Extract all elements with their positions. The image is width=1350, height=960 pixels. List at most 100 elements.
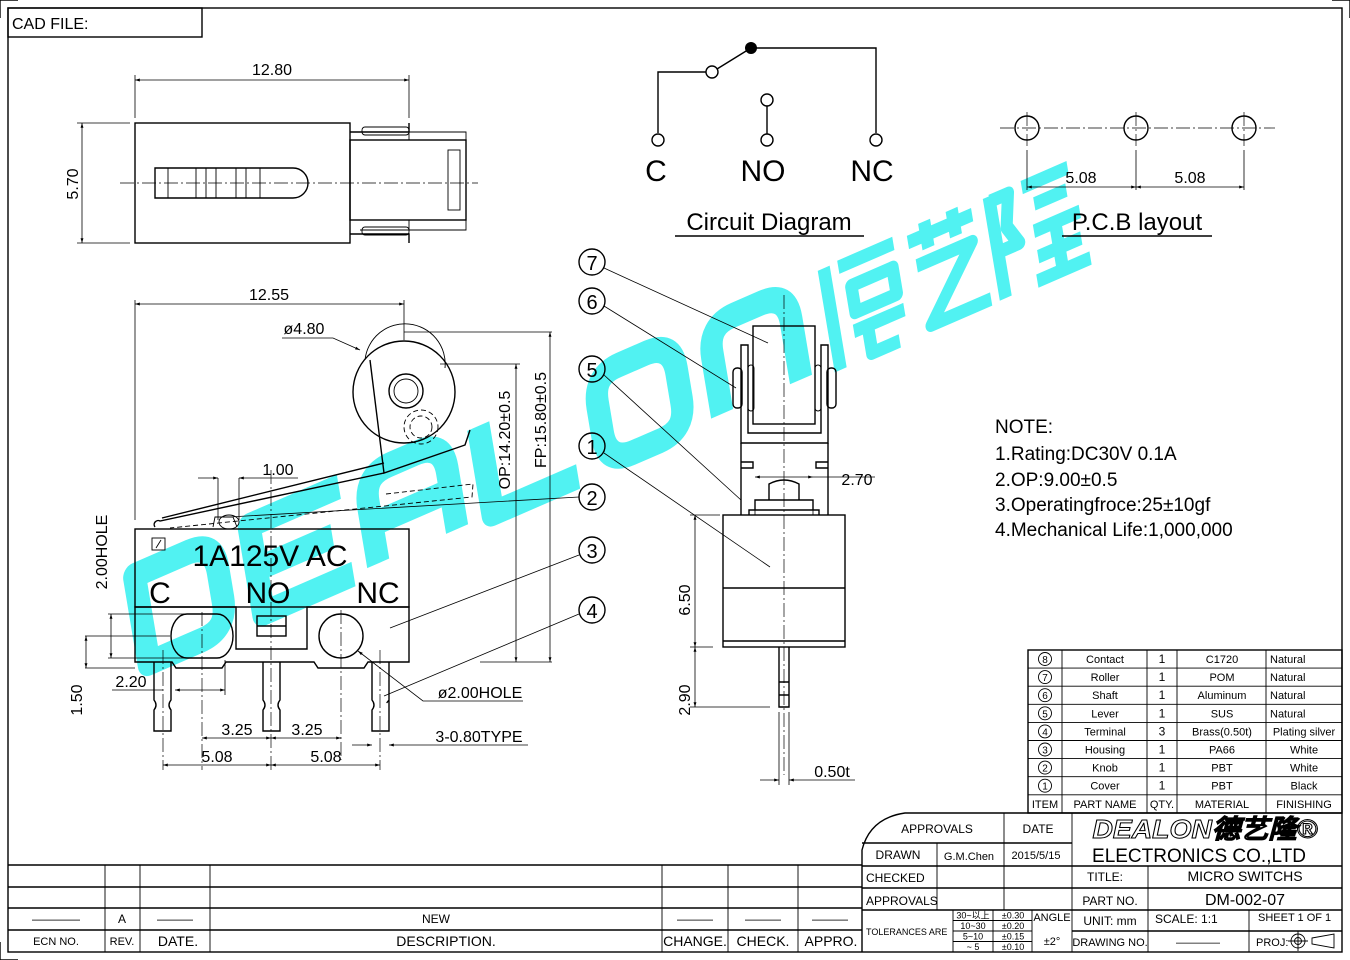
pcb-title: P.C.B layout xyxy=(1072,209,1203,236)
cell-item: 4 xyxy=(1042,727,1048,738)
checked-label: CHECKED xyxy=(866,871,925,885)
balloon-label: 7 xyxy=(586,253,597,275)
terminal-label-no: NO xyxy=(246,577,291,610)
cell-qty: 1 xyxy=(1159,761,1166,775)
cell-name: PART NAME xyxy=(1074,799,1137,811)
tol-range: ~ 5 xyxy=(967,942,980,952)
angle-label: ANGLE xyxy=(1033,912,1070,924)
cell-name: Contact xyxy=(1086,654,1124,666)
dim-290: 2.90 xyxy=(677,684,694,715)
title-value: MICRO SWITCHS xyxy=(1187,868,1302,884)
dim-length: 12.55 xyxy=(249,287,289,304)
dim-lever: 1.00 xyxy=(262,462,293,479)
rev-header-date: DATE. xyxy=(158,933,198,949)
rev-rev: A xyxy=(118,912,126,926)
cell-name: Lever xyxy=(1091,708,1119,720)
date-header: DATE xyxy=(1022,822,1053,836)
circuit-c: C xyxy=(645,155,667,188)
cell-name: Housing xyxy=(1085,745,1125,757)
dim-508a: 5.08 xyxy=(201,749,232,766)
cell-name: Cover xyxy=(1090,781,1120,793)
rev-appro: ——— xyxy=(812,912,848,926)
approvals-label: APPROVALS xyxy=(866,894,938,908)
drawing-no-label: DRAWING NO. xyxy=(1072,937,1147,949)
revision-table: ———— A ——— NEW ——— ——— ——— ECN NO. REV. … xyxy=(8,864,862,952)
dim-fp: FP:15.80±0.5 xyxy=(533,372,550,468)
cell-item: 1 xyxy=(1042,782,1048,793)
drawing-frame xyxy=(7,7,1343,953)
cell-qty: 1 xyxy=(1159,670,1166,684)
dim-325b: 3.25 xyxy=(291,722,322,739)
item-balloon-icon xyxy=(1038,778,1052,793)
cell-qty: 3 xyxy=(1159,724,1166,738)
tol-range: 10~30 xyxy=(960,921,985,931)
note-item: 1.Rating:DC30V 0.1A xyxy=(995,444,1177,465)
pcb-pitch-1: 5.08 xyxy=(1065,170,1096,187)
cell-material: SUS xyxy=(1211,708,1234,720)
dim-270: 2.70 xyxy=(841,472,872,489)
side-view: 1A125V AC C NO NC 12.55 ø4.80 1.00 OP:14… xyxy=(69,287,552,770)
drawn-date: 2015/5/15 xyxy=(1012,850,1061,862)
rev-header-ecn: ECN NO. xyxy=(33,936,79,948)
balloon-4: 4 xyxy=(578,596,606,624)
company-logo: DEALON德艺隆® xyxy=(1093,814,1319,844)
rev-description: NEW xyxy=(422,912,451,926)
dim-height: 5.70 xyxy=(65,168,82,199)
cell-item: 3 xyxy=(1042,746,1048,757)
balloon-2: 2 xyxy=(578,483,606,511)
item-balloons: 7 6 5 1 2 3 4 xyxy=(228,248,771,697)
cell-finishing: Natural xyxy=(1270,690,1305,702)
cell-name: Shaft xyxy=(1092,690,1118,702)
item-balloon-icon xyxy=(1038,652,1052,666)
title-label: TITLE: xyxy=(1087,870,1123,884)
company-name: ELECTRONICS CO.,LTD xyxy=(1092,846,1306,867)
rev-header-rev: REV. xyxy=(110,936,135,948)
balloon-label: 2 xyxy=(586,488,597,510)
rev-ecn: ———— xyxy=(32,912,80,926)
rev-header-appro: APPRO. xyxy=(805,933,858,949)
tol-value: ±0.20 xyxy=(1002,921,1024,931)
cell-finishing: White xyxy=(1290,763,1318,775)
part-no-label: PART NO. xyxy=(1082,894,1137,908)
dim-325a: 3.25 xyxy=(221,722,252,739)
cell-finishing: Natural xyxy=(1270,708,1305,720)
drawing-no: ———— xyxy=(1176,937,1220,949)
rating-label: 1A125V AC xyxy=(192,540,347,573)
cell-name: Roller xyxy=(1091,672,1120,684)
cell-finishing: Black xyxy=(1291,781,1318,793)
circuit-nc: NC xyxy=(850,155,893,188)
circuit-no: NO xyxy=(741,155,786,188)
cell-material: POM xyxy=(1209,672,1234,684)
part-no: DM-002-07 xyxy=(1205,892,1285,909)
item-balloon-icon xyxy=(1038,760,1052,775)
tol-value: ±0.10 xyxy=(1002,942,1024,952)
item-balloon-icon xyxy=(1038,706,1052,721)
dim-hole-dia: ø2.00HOLE xyxy=(438,685,522,702)
rev-header-change: CHANGE. xyxy=(663,933,727,949)
front-view: 2.70 6.50 2.90 0.50t xyxy=(677,295,875,785)
notes: NOTE: 1.Rating:DC30V 0.1A 2.OP:9.00±0.5 … xyxy=(995,417,1233,541)
pcb-pitch-2: 5.08 xyxy=(1174,170,1205,187)
cell-item: 5 xyxy=(1042,709,1048,720)
balloon-5: 5 xyxy=(578,355,606,383)
cell-material: Aluminum xyxy=(1198,690,1247,702)
rev-change: ——— xyxy=(677,912,713,926)
dim-508b: 5.08 xyxy=(310,749,341,766)
balloon-label: 6 xyxy=(586,292,597,314)
circuit-diagram: C NO NC Circuit Diagram xyxy=(645,42,894,237)
title-block: APPROVALS DATE DRAWN G.M.Chen 2015/5/15 … xyxy=(861,812,1342,952)
rev-date: ——— xyxy=(157,912,193,926)
approvals-header: APPROVALS xyxy=(901,822,973,836)
circuit-title: Circuit Diagram xyxy=(686,209,851,236)
angle-tol: ±2° xyxy=(1044,936,1061,948)
tol-value: ±0.15 xyxy=(1002,932,1024,942)
dim-hole-v: 2.00HOLE xyxy=(94,515,111,590)
